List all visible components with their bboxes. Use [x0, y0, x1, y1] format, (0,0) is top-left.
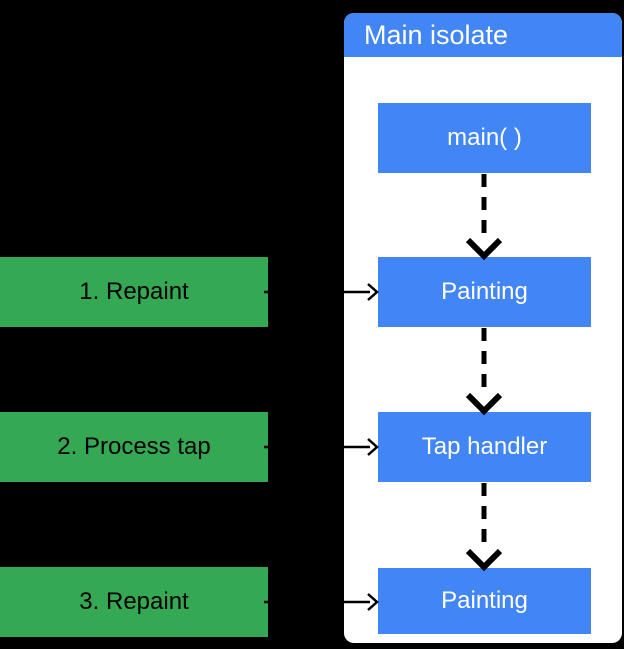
tap-handler-label: Tap handler	[421, 433, 548, 460]
step-3-repaint-box: 3. Repaint	[0, 567, 268, 637]
tap-handler-box: Tap handler	[378, 412, 591, 482]
main-isolate-header: Main isolate	[344, 13, 622, 57]
step-3-label: 3. Repaint	[79, 588, 189, 615]
painting-box-2: Painting	[378, 568, 591, 634]
step-1-repaint-box: 1. Repaint	[0, 257, 268, 327]
step-1-label: 1. Repaint	[79, 278, 189, 305]
main-function-box: main( )	[378, 103, 591, 173]
main-function-label: main( )	[447, 124, 522, 151]
step-2-process-tap-box: 2. Process tap	[0, 412, 268, 482]
painting-2-label: Painting	[441, 587, 528, 614]
painting-1-label: Painting	[441, 278, 528, 305]
main-isolate-title: Main isolate	[364, 20, 509, 50]
step-2-label: 2. Process tap	[57, 433, 211, 460]
painting-box-1: Painting	[378, 257, 591, 327]
